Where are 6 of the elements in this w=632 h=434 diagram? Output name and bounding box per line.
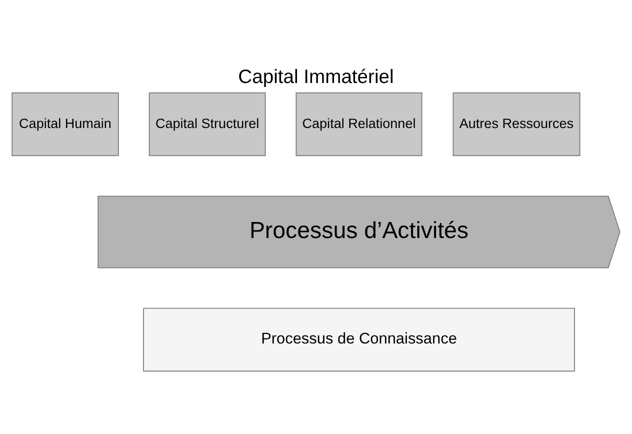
node-box: Autres Ressources [452, 92, 580, 156]
diagram-title: Capital Immatériel [238, 66, 394, 88]
node-box: Capital Structurel [148, 92, 266, 156]
node-box: Capital Humain [12, 92, 119, 156]
node-box: Processus de Connaissance [143, 307, 575, 372]
node-box: Capital Relationnel [296, 92, 422, 156]
